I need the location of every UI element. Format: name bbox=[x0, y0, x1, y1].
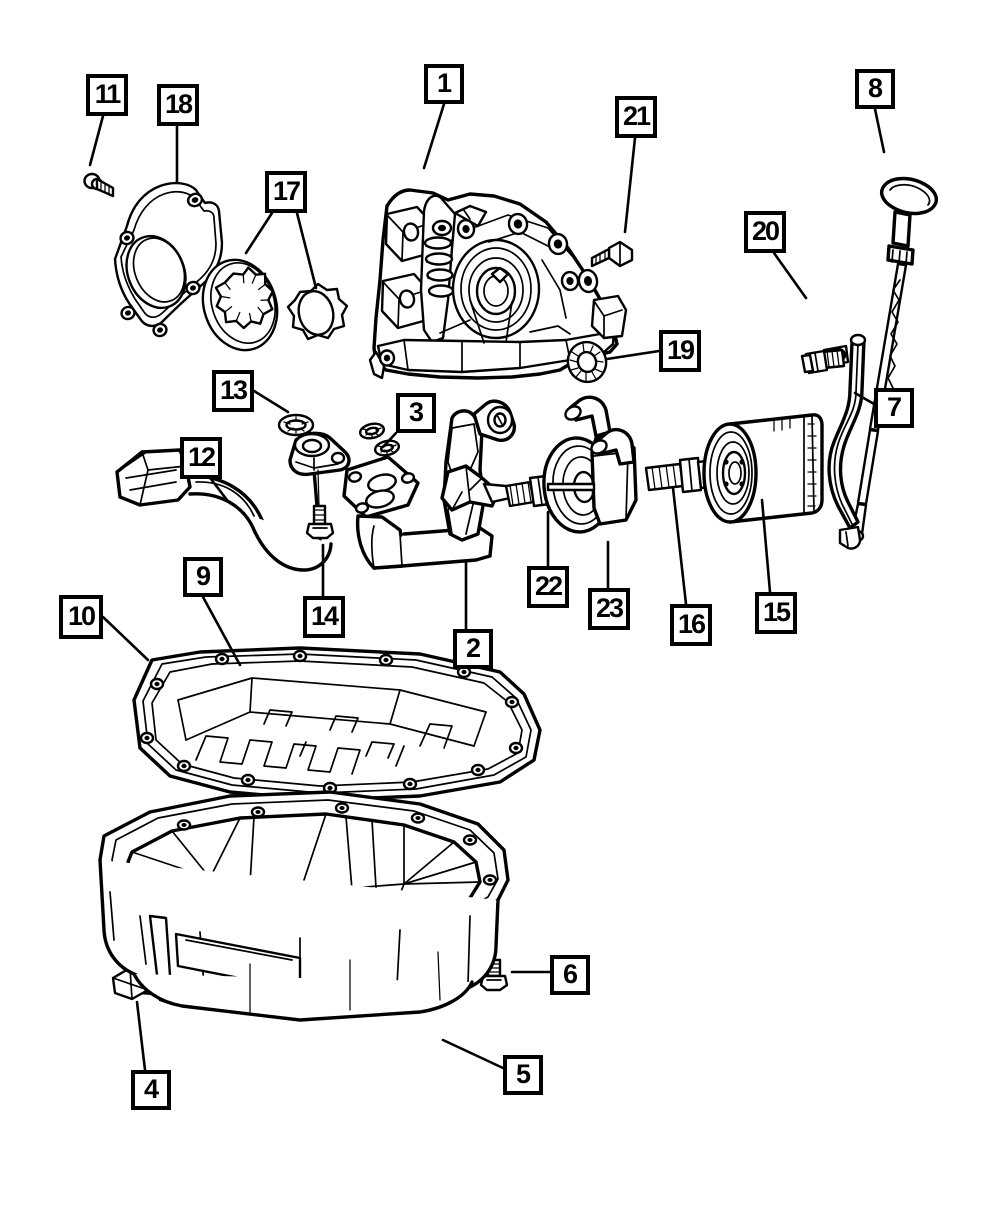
part-engine-oil-filter bbox=[702, 413, 824, 524]
callout-8[interactable]: 8 bbox=[855, 69, 895, 109]
part-oil-pan bbox=[98, 790, 510, 1022]
callout-7[interactable]: 7 bbox=[874, 388, 914, 428]
part-oil-pump-body bbox=[368, 188, 628, 380]
callout-13[interactable]: 13 bbox=[212, 370, 254, 412]
callout-1[interactable]: 1 bbox=[424, 64, 464, 104]
part-oil-filter-adapter bbox=[542, 395, 638, 534]
callout-10[interactable]: 10 bbox=[59, 595, 103, 639]
callout-3[interactable]: 3 bbox=[396, 393, 436, 433]
callout-18[interactable]: 18 bbox=[157, 84, 199, 126]
callout-23[interactable]: 23 bbox=[588, 588, 630, 630]
part-o-ring-seals bbox=[358, 422, 401, 457]
callout-14[interactable]: 14 bbox=[303, 596, 345, 638]
callout-17[interactable]: 17 bbox=[265, 171, 307, 213]
part-oil-pump-rotor-set bbox=[201, 258, 349, 352]
callout-11[interactable]: 11 bbox=[86, 74, 128, 116]
part-oil-pan-gasket bbox=[132, 646, 542, 802]
part-oil-pump-bolt bbox=[590, 240, 634, 268]
callout-9[interactable]: 9 bbox=[183, 557, 223, 597]
callout-22[interactable]: 22 bbox=[527, 566, 569, 608]
callout-leader-lines bbox=[88, 102, 886, 1072]
part-pickup-tube-o-ring bbox=[277, 413, 315, 437]
callout-16[interactable]: 16 bbox=[670, 604, 712, 646]
part-oil-pump-o-ring bbox=[566, 340, 608, 384]
part-oil-pump-cover bbox=[113, 181, 224, 338]
part-oil-pickup-tube bbox=[115, 431, 351, 572]
callout-19[interactable]: 19 bbox=[659, 330, 701, 372]
callout-2[interactable]: 2 bbox=[453, 629, 493, 669]
callout-12[interactable]: 12 bbox=[180, 437, 222, 479]
callout-15[interactable]: 15 bbox=[755, 592, 797, 634]
part-windage-tray bbox=[177, 677, 487, 775]
part-oil-filter-adapter-housing bbox=[342, 399, 516, 570]
part-oil-pump-cover-bolt bbox=[83, 172, 115, 198]
callout-21[interactable]: 21 bbox=[615, 96, 657, 138]
callout-6[interactable]: 6 bbox=[550, 955, 590, 995]
part-pickup-tube-bolt bbox=[305, 469, 335, 540]
part-dipstick-tube-bolt bbox=[800, 348, 846, 375]
callout-20[interactable]: 20 bbox=[744, 211, 786, 253]
callout-5[interactable]: 5 bbox=[503, 1055, 543, 1095]
callout-4[interactable]: 4 bbox=[131, 1070, 171, 1110]
